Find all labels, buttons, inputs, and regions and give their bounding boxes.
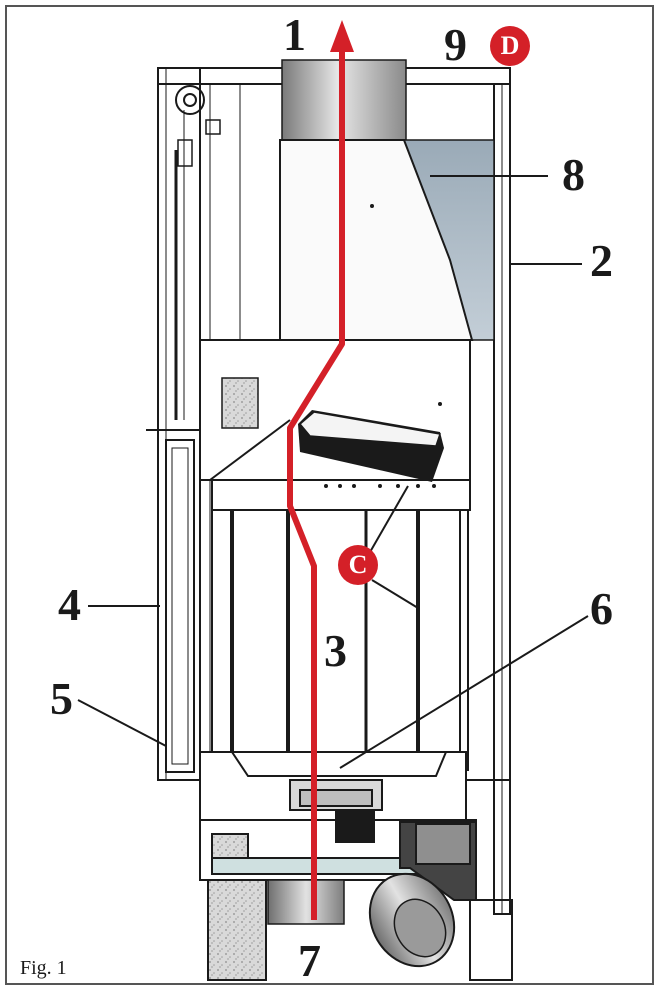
flow-arrow-path (287, 52, 345, 920)
rear-wall (469, 83, 513, 981)
callout-8: 8 (562, 149, 585, 200)
access-plate (221, 377, 259, 429)
badge-c: C (338, 545, 378, 585)
air-holes (324, 484, 436, 488)
callout-7: 7 (298, 935, 321, 986)
callout-6: 6 (590, 583, 613, 634)
bottom-pipe (267, 879, 345, 925)
base-box (199, 811, 477, 901)
figure-caption: Fig. 1 (20, 957, 67, 979)
callout-1: 1 (283, 9, 306, 60)
ash-area (199, 751, 467, 823)
firebox (211, 479, 471, 771)
callout-3: 3 (324, 625, 347, 676)
callout-4: 4 (58, 579, 81, 630)
leader-lines (77, 175, 589, 769)
front-door (146, 67, 221, 781)
figure-border (5, 5, 654, 985)
callout-9: 9 (444, 19, 467, 70)
callout-2: 2 (590, 235, 613, 286)
flue-hood (279, 139, 474, 341)
callout-5: 5 (50, 673, 73, 724)
left-foot (207, 879, 267, 981)
badge-d: D (490, 26, 530, 66)
flow-arrow-head (330, 20, 354, 52)
